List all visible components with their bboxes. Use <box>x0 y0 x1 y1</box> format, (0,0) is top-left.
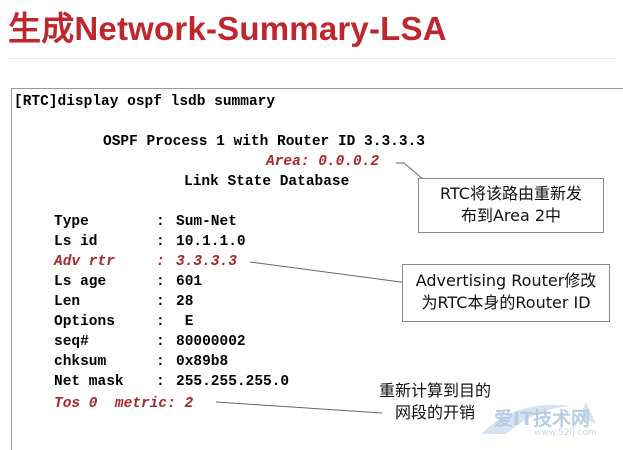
callout-adv-router: Advertising Router修改 为RTC本身的Router ID <box>402 264 610 322</box>
database-header: Link State Database <box>184 174 350 190</box>
site-watermark: 爱IT技术网 www.52ij.com <box>476 394 616 444</box>
lsa-field-sep: : <box>156 374 165 390</box>
lsa-field-key: Ls age <box>54 274 107 290</box>
lsa-field-value: 28 <box>176 294 194 310</box>
lsa-field-key: Options <box>54 314 115 330</box>
tos-metric-line: Tos 0 metric: 2 <box>54 396 194 412</box>
callout-metric: 重新计算到目的 网段的开销 <box>378 381 491 422</box>
watermark-swoosh-icon <box>481 402 596 434</box>
lsa-field-sep: : <box>156 274 165 290</box>
lsa-field-sep: : <box>156 354 165 370</box>
title-divider <box>8 58 615 59</box>
lsa-field-sep: : <box>156 254 165 270</box>
lsa-field-value: 0x89b8 <box>176 354 229 370</box>
lsa-field-sep: : <box>156 334 165 350</box>
lsa-field-sep: : <box>156 294 165 310</box>
lsa-field-key: Len <box>54 294 81 310</box>
lsa-field-key: Adv rtr <box>54 254 115 270</box>
connector-metric <box>215 401 383 414</box>
lsa-field-value: Sum-Net <box>176 214 237 230</box>
watermark-url: www.52ij.com <box>534 428 597 438</box>
lsa-field-key: Ls id <box>54 234 98 250</box>
lsa-field-sep: : <box>156 214 165 230</box>
lsa-field-value: E <box>176 314 194 330</box>
lsa-field-sep: : <box>156 314 165 330</box>
lsa-field-value: 10.1.1.0 <box>176 234 246 250</box>
lsa-field-value: 255.255.255.0 <box>176 374 290 390</box>
terminal-command: [RTC]display ospf lsdb summary <box>14 94 276 110</box>
connector-adv-router <box>249 261 409 284</box>
lsa-field-key: Net mask <box>54 374 124 390</box>
lsa-field-key: seq# <box>54 334 89 350</box>
slide-title: 生成Network-Summary-LSA <box>8 10 447 47</box>
lsa-field-key: chksum <box>54 354 107 370</box>
connector-area <box>396 162 431 186</box>
lsa-field-value: 80000002 <box>176 334 246 350</box>
lsa-field-sep: : <box>156 234 165 250</box>
watermark-text: 爱IT技术网 <box>494 408 591 430</box>
lsa-field-key: Type <box>54 214 89 230</box>
process-header: OSPF Process 1 with Router ID 3.3.3.3 <box>103 134 425 150</box>
callout-area-readvertise: RTC将该路由重新发 布到Area 2中 <box>418 178 604 233</box>
lsa-field-value: 601 <box>176 274 203 290</box>
area-header: Area: 0.0.0.2 <box>266 154 380 170</box>
lsa-field-value: 3.3.3.3 <box>176 254 237 270</box>
